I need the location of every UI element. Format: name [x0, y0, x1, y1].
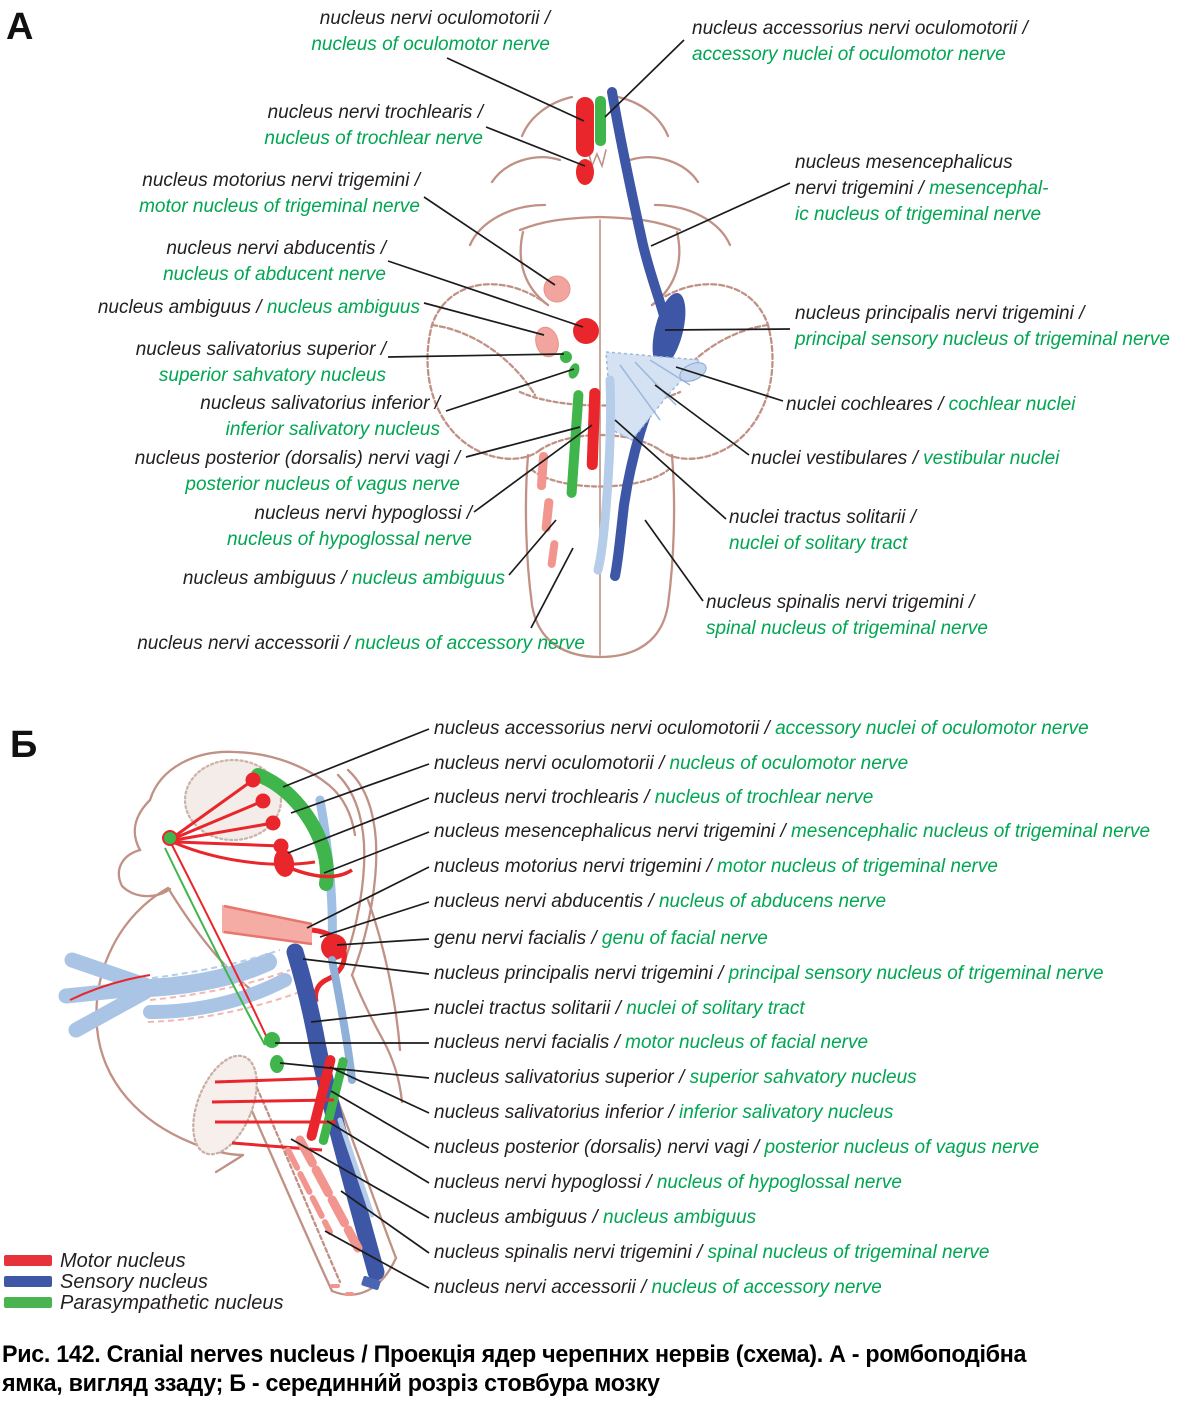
label-b-genu-facial: genu nervi facialis / genu of facial ner…: [434, 928, 768, 949]
trigeminal-sensory-root: [58, 952, 153, 1038]
label-b-abducens: nucleus nervi abducentis / nucleus of ab…: [434, 891, 887, 912]
spinal-trigeminal-strips: [285, 1117, 375, 1253]
panel-a-letter: А: [6, 6, 34, 48]
legend-label-motor: Motor nucleus: [60, 1250, 186, 1272]
trochlear-nucleus-shape-b: [273, 849, 295, 877]
label-b-salivatory-inferior: nucleus salivatorius inferior / inferior…: [434, 1102, 894, 1123]
oculomotor-nucleus-shape: [576, 97, 594, 157]
legend: Motor nucleus Sensory nucleus Parasympat…: [4, 1250, 304, 1320]
label-b-ambiguus: nucleus ambiguus / nucleus ambiguus: [434, 1207, 757, 1228]
panel-a-brainstem-outline: [426, 95, 774, 659]
panel-b-nuclei: [58, 768, 385, 1296]
label-a-accessory: nucleus nervi accessorii / nucleus of ac…: [137, 633, 585, 654]
accessory-oculomotor-shape: [595, 96, 606, 146]
tectal-green-line: [164, 847, 266, 1046]
label-b-oculomotor: nucleus nervi oculomotorii / nucleus of …: [434, 753, 909, 774]
superior-salivatory-shape-b: [264, 1032, 280, 1048]
oculomotor-nuclei-dots: [245, 772, 289, 854]
oculomotor-fiber-lines: [69, 778, 353, 1041]
figure-caption: Рис. 142. Cranial nerves nucleus / Проек…: [2, 1340, 1026, 1398]
label-a-ambiguus-upper: nucleus ambiguus / nucleus ambiguus: [97, 297, 420, 318]
bottom-blue-chunk: [361, 1275, 381, 1291]
pons-sensory-band-upper: [141, 953, 277, 997]
pons-sensory-band-lower: [143, 973, 292, 1019]
label-a-ambiguus-lower: nucleus ambiguus / nucleus ambiguus: [182, 568, 505, 589]
parasympathetic-color-swatch: [4, 1297, 52, 1308]
trochlear-nucleus-shape: [576, 159, 594, 185]
label-b-hypoglossal: nucleus nervi hypoglossi / nucleus of hy…: [434, 1172, 902, 1193]
label-a-cochlear: nuclei cochleares / cochlear nuclei: [786, 394, 1076, 415]
panel-a-leader-lines: [387, 39, 791, 629]
label-b-salivatory-superior: nucleus salivatorius superior / superior…: [434, 1067, 917, 1088]
light-blue-parallel-band: [328, 956, 356, 1084]
label-b-trochlear: nucleus nervi trochlearis / nucleus of t…: [434, 787, 874, 808]
label-a-salivatory-superior: nucleus salivatorius superior / superior…: [135, 339, 386, 386]
label-a-accessory-oculomotor: nucleus accessorius nervi oculomotorii /…: [692, 18, 1028, 65]
trigeminal-motor-funnel: [222, 905, 312, 943]
panel-b-letter: Б: [10, 724, 38, 766]
inferior-salivatory-shape-b: [270, 1055, 284, 1073]
trigeminal-funnel-rims: [223, 904, 313, 946]
label-a-trochlear: nucleus nervi trochlearis / nucleus of t…: [264, 102, 483, 149]
label-a-vestibular: nuclei vestibulares / vestibular nuclei: [751, 448, 1060, 469]
sensory-color-swatch: [4, 1276, 52, 1287]
legend-label-parasympathetic: Parasympathetic nucleus: [60, 1292, 284, 1314]
label-b-mesencephalic: nucleus mesencephalicus nervi trigemini …: [434, 821, 1151, 842]
bottom-red-dashes: [330, 1284, 354, 1296]
ambiguus-strip: [536, 452, 559, 568]
label-b-facial: nucleus nervi facialis / motor nucleus o…: [434, 1032, 869, 1053]
label-a-mesencephalic: nucleus mesencephalicus nervi trigemini …: [795, 152, 1049, 225]
panel-a-nuclei: [535, 87, 707, 581]
panel-b-leader-lines: [275, 728, 430, 1289]
solitary-tract-strip: [593, 375, 616, 575]
genu-facial-shape: [321, 934, 347, 960]
legend-label-sensory: Sensory nucleus: [60, 1271, 208, 1293]
label-a-abducens: nucleus nervi abducentis / nucleus of ab…: [163, 238, 386, 285]
label-a-vagus-posterior: nucleus posterior (dorsalis) nervi vagi …: [134, 448, 460, 495]
abducens-nucleus-shape: [573, 318, 599, 344]
label-b-principal-sensory: nucleus principalis nervi trigemini / pr…: [434, 963, 1104, 984]
label-b-vagus-posterior: nucleus posterior (dorsalis) nervi vagi …: [434, 1137, 1040, 1158]
label-a-salivatory-inferior: nucleus salivatorius inferior / inferior…: [200, 393, 440, 440]
label-a-spinal-trigeminal: nucleus spinalis nervi trigemini / spina…: [706, 592, 988, 639]
label-b-accessory: nucleus nervi accessorii / nucleus of ac…: [434, 1277, 882, 1298]
motor-color-swatch: [4, 1255, 52, 1266]
label-b-solitary: nuclei tractus solitarii / nuclei of sol…: [434, 998, 805, 1019]
label-b-accessory-oculomotor: nucleus accessorius nervi oculomotorii /…: [434, 718, 1089, 739]
label-a-oculomotor: nucleus nervi oculomotorii / nucleus of …: [311, 8, 550, 55]
caption-line-1: Рис. 142. Cranial nerves nucleus / Проек…: [2, 1341, 1027, 1368]
superior-salivatory-shape: [560, 351, 572, 363]
pontine-dashed-fibers: [147, 949, 301, 1023]
hypoglossal-strip-b: [306, 1055, 336, 1141]
hypoglossal-strip: [586, 388, 601, 471]
label-b-motor-trigeminal: nucleus motorius nervi trigemini / motor…: [434, 856, 998, 877]
label-a-hypoglossal: nucleus nervi hypoglossi / nucleus of hy…: [226, 503, 472, 550]
label-b-spinal-trigeminal: nucleus spinalis nervi trigemini / spina…: [434, 1242, 990, 1263]
label-a-motor-trigeminal: nucleus motorius nervi trigemini / motor…: [139, 170, 420, 217]
label-a-principal-sensory: nucleus principalis nervi trigemini / pr…: [795, 303, 1170, 350]
label-a-solitary: nuclei tractus solitarii / nuclei of sol…: [729, 507, 916, 554]
vagal-parasympathetic-strip: [566, 390, 584, 498]
midbrain-knot: [162, 830, 178, 846]
inferior-salivatory-shape: [568, 363, 580, 379]
caption-line-2: ямка, вигляд ззаду; Б - серединни́й розр…: [2, 1370, 660, 1397]
